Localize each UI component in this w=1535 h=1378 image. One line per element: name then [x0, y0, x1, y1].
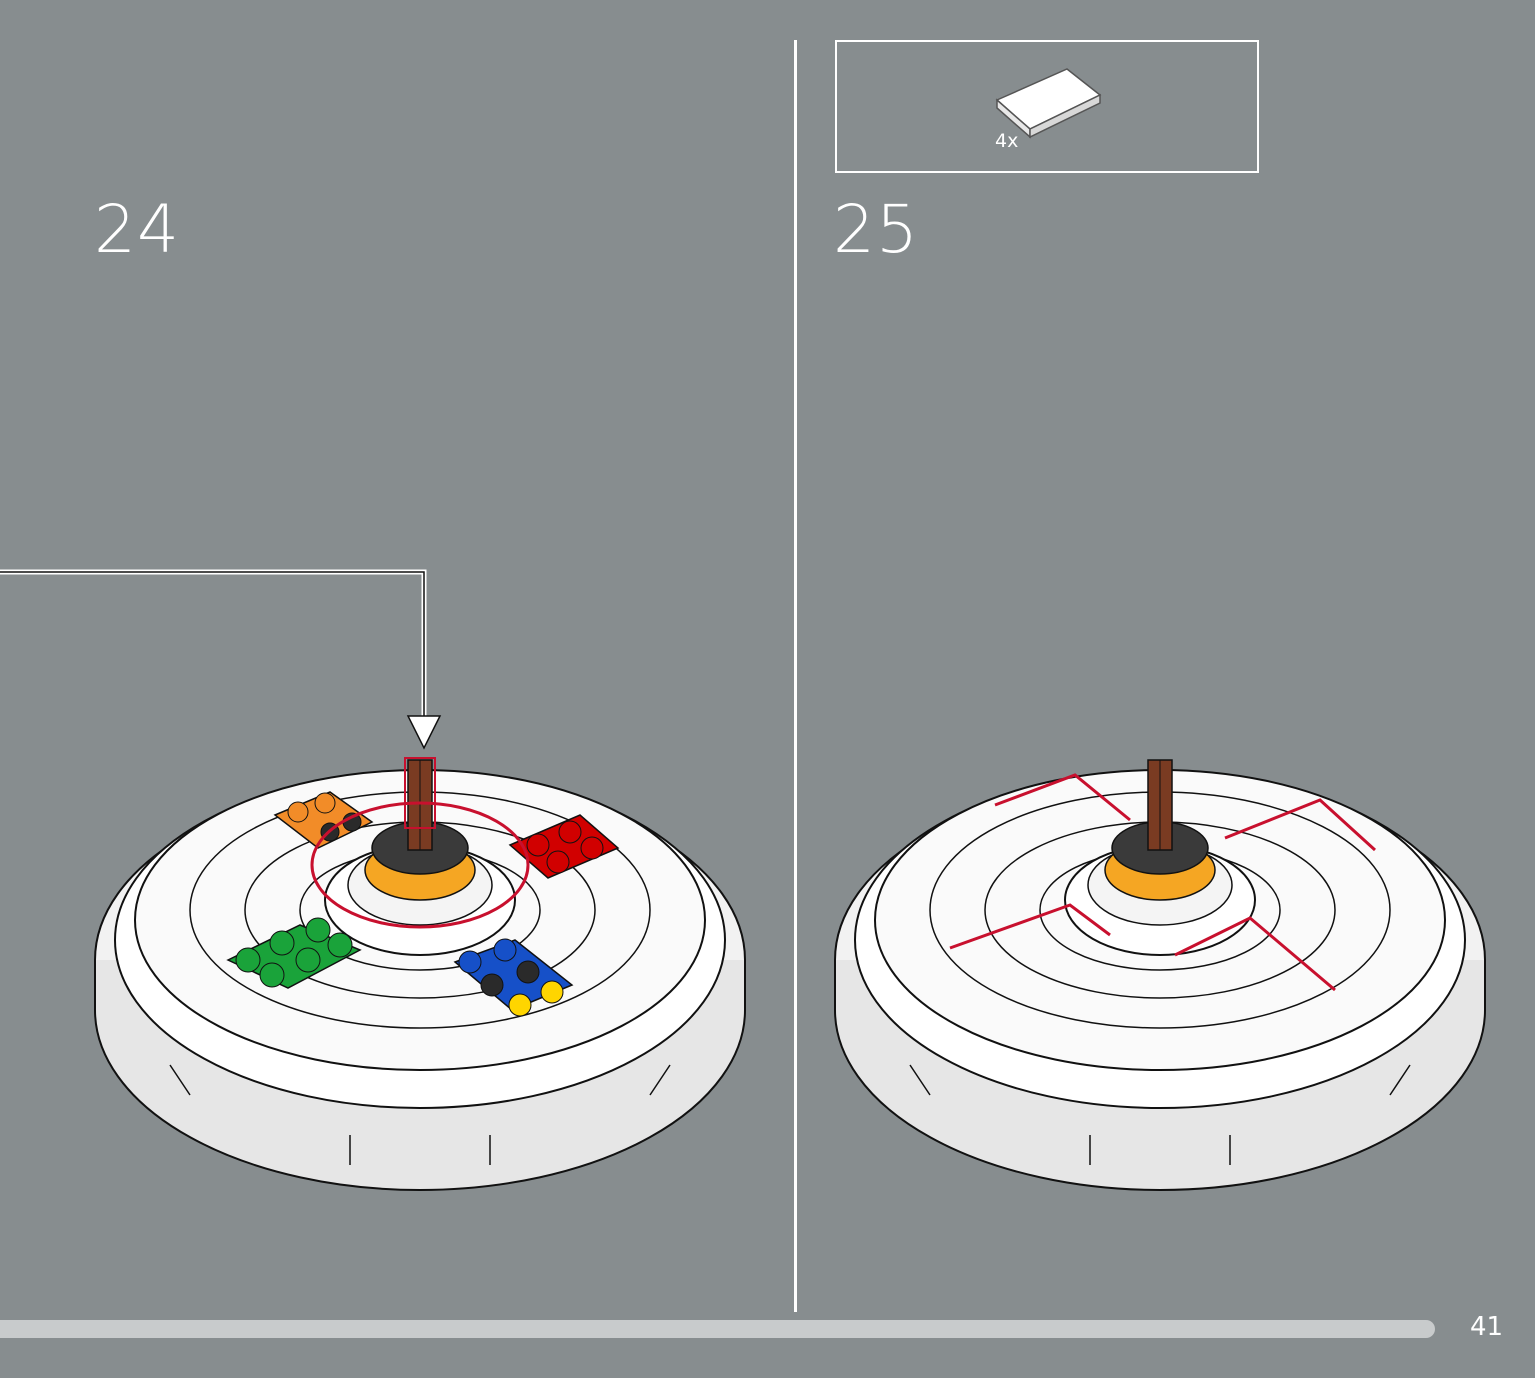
parts-callout: 4x [835, 40, 1259, 173]
tile-highlights [949, 773, 1377, 992]
step-number-25: 25 [833, 191, 919, 268]
page-number: 41 [1470, 1312, 1504, 1342]
step-24-model [94, 757, 746, 1191]
step-25-model [834, 759, 1486, 1191]
callout-arrow [0, 569, 442, 750]
parts-quantity: 4x [995, 130, 1019, 152]
new-part-highlight [310, 801, 530, 929]
blue-yellow-plate [453, 938, 574, 1017]
arrow-down-icon [406, 715, 442, 750]
page-progress-bar [0, 1320, 1435, 1338]
green-plate [226, 917, 362, 989]
red-plate [508, 814, 620, 879]
step-divider [794, 40, 797, 1312]
step-number-24: 24 [94, 191, 180, 268]
tile-2x4-icon [995, 68, 1102, 139]
